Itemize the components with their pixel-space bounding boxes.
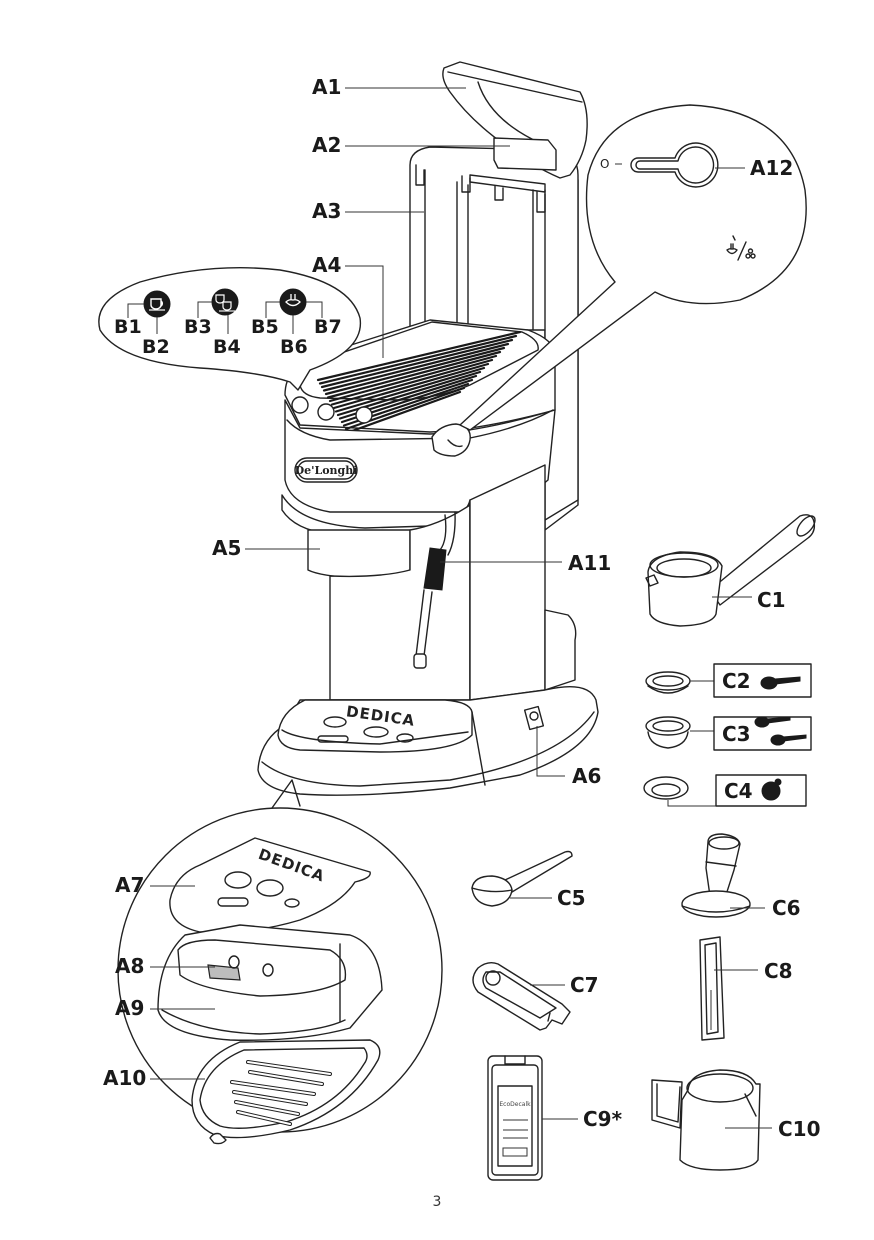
filter-holder — [645, 514, 816, 627]
label-a3: A3 — [312, 199, 341, 223]
grill-slat — [322, 342, 510, 392]
steam-icon — [279, 288, 307, 316]
steam-wand — [413, 511, 456, 669]
machine-labels: A1 A2 A3 A4 A5 A11 A6 — [212, 75, 611, 788]
grill-slat — [332, 362, 490, 410]
double-shot-filter — [645, 716, 691, 749]
steam-hot-water-icon — [726, 235, 756, 261]
drip-tray: DEDICA — [257, 686, 599, 796]
label-a4: A4 — [312, 253, 341, 277]
label-a6: A6 — [572, 764, 601, 788]
grill-slat — [330, 358, 494, 406]
espresso-machine: De'Longhi DEDICA — [257, 61, 599, 796]
label-a2: A2 — [312, 133, 341, 157]
decalcifier-brand-text: EcoDecalk — [499, 1101, 531, 1108]
c2-callout-box — [713, 663, 812, 698]
grid-slot — [247, 1061, 331, 1075]
measuring-scoop — [471, 850, 573, 907]
button-double-cup[interactable] — [317, 403, 335, 421]
grill-slat — [318, 334, 518, 385]
grid-slot — [237, 1111, 291, 1125]
label-b4: B4 — [213, 336, 241, 358]
grid-slot — [231, 1081, 315, 1095]
brand-logo-badge: De'Longhi — [294, 457, 358, 483]
label-c6: C6 — [772, 896, 801, 920]
pod-icon — [761, 778, 782, 801]
steam-knob[interactable] — [431, 423, 471, 457]
label-c1: C1 — [757, 588, 786, 612]
label-c2: C2 — [722, 669, 751, 693]
page-number: 3 — [433, 1194, 442, 1210]
label-b5: B5 — [251, 316, 279, 338]
label-c8: C8 — [764, 959, 793, 983]
grid-slot — [235, 1101, 299, 1115]
grid-slot — [249, 1071, 323, 1085]
single-shot-filter — [645, 671, 691, 694]
cup-warmer-grill — [316, 330, 522, 434]
cleaning-tool — [472, 961, 571, 1031]
label-c7: C7 — [570, 973, 599, 997]
brand-logo-text: De'Longhi — [295, 464, 358, 477]
drip-tray-body — [157, 924, 383, 1041]
label-b1: B1 — [114, 316, 142, 338]
label-a12: A12 — [750, 156, 793, 180]
label-a11: A11 — [568, 551, 611, 575]
label-b3: B3 — [184, 316, 212, 338]
label-a1: A1 — [312, 75, 341, 99]
single-cup-icon — [143, 290, 171, 318]
c4-callout-box — [715, 774, 807, 807]
label-b6: B6 — [280, 336, 308, 358]
water-hardness-test-strip — [699, 936, 725, 1041]
label-a5: A5 — [212, 536, 241, 560]
double-scoop-icon — [754, 716, 807, 746]
drip-tray-exploded-view: DEDICA A7 A8 A9 A10 — [103, 779, 443, 1145]
label-b7: B7 — [314, 316, 342, 338]
label-c9: C9* — [583, 1107, 623, 1131]
water-level-float — [207, 964, 241, 981]
drip-grid-slots — [230, 1060, 332, 1126]
coffee-tamper — [681, 833, 751, 918]
milk-jug — [651, 1069, 761, 1171]
label-c5: C5 — [557, 886, 586, 910]
single-scoop-icon — [760, 676, 801, 690]
off-symbol: O — [600, 157, 609, 171]
softener-holder — [493, 137, 557, 171]
decalcifier-pack: EcoDecalk — [487, 1055, 543, 1181]
drip-tray-grid — [191, 1039, 381, 1145]
label-c10: C10 — [778, 1117, 821, 1141]
grill-slat — [334, 366, 486, 413]
grill-slat — [320, 338, 514, 389]
button-steam[interactable] — [355, 406, 373, 424]
label-a9: A9 — [115, 996, 144, 1020]
steam-knob-callout: O A12 — [459, 104, 807, 431]
brew-unit — [307, 529, 411, 579]
button-single-cup[interactable] — [291, 396, 309, 414]
label-a10: A10 — [103, 1066, 146, 1090]
grill-slat — [324, 346, 506, 396]
label-a7: A7 — [115, 873, 144, 897]
pod-filter — [643, 776, 689, 800]
label-b2: B2 — [142, 336, 170, 358]
grill-slat — [316, 330, 522, 382]
cup-grille-plate: DEDICA — [169, 837, 371, 934]
label-c4: C4 — [724, 779, 753, 803]
label-a8: A8 — [115, 954, 144, 978]
grid-slot — [233, 1091, 307, 1105]
grill-slat — [328, 354, 498, 403]
grill-slat — [326, 350, 502, 399]
grill-slat — [346, 390, 462, 434]
label-c3: C3 — [722, 722, 751, 746]
control-panel-callout: B1 B2 B3 B4 B5 B7 B6 — [98, 267, 362, 391]
knob-indicator-shape — [630, 142, 719, 188]
